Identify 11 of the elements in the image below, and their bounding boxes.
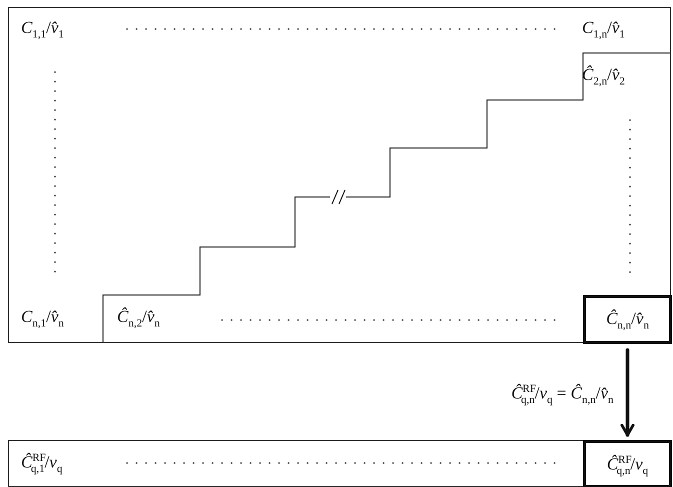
matrix-frame [8, 7, 671, 343]
matrix-entry: Ĉ$^{RF}$$_{q,1}$/v$_{q}$ [21, 453, 62, 476]
highlighted-entry: Ĉ$_{n,n}$/v̂$_{n}$ [583, 295, 672, 344]
matrix-entry: Ĉ$_{n,2}$/v̂$_{n}$ [117, 308, 160, 330]
matrix-frame [8, 440, 671, 487]
highlighted-entry: Ĉ$^{RF}$$_{q,n}$/v$_{q}$ [583, 440, 672, 487]
edge-label: Ĉ$^{RF}$$_{q,n}$/v$_{q}$ = Ĉ$_{n,n}$/v̂$_{n}$ [509, 382, 616, 407]
arrow [620, 348, 634, 437]
matrix-entry: C$_{1,n}$/v̂$_{1}$ [582, 19, 625, 40]
matrix-entry: C$_{1,1}$/v̂$_{1}$ [21, 19, 64, 40]
matrix-entry: C$_{n,1}$/v̂$_{n}$ [21, 308, 64, 330]
